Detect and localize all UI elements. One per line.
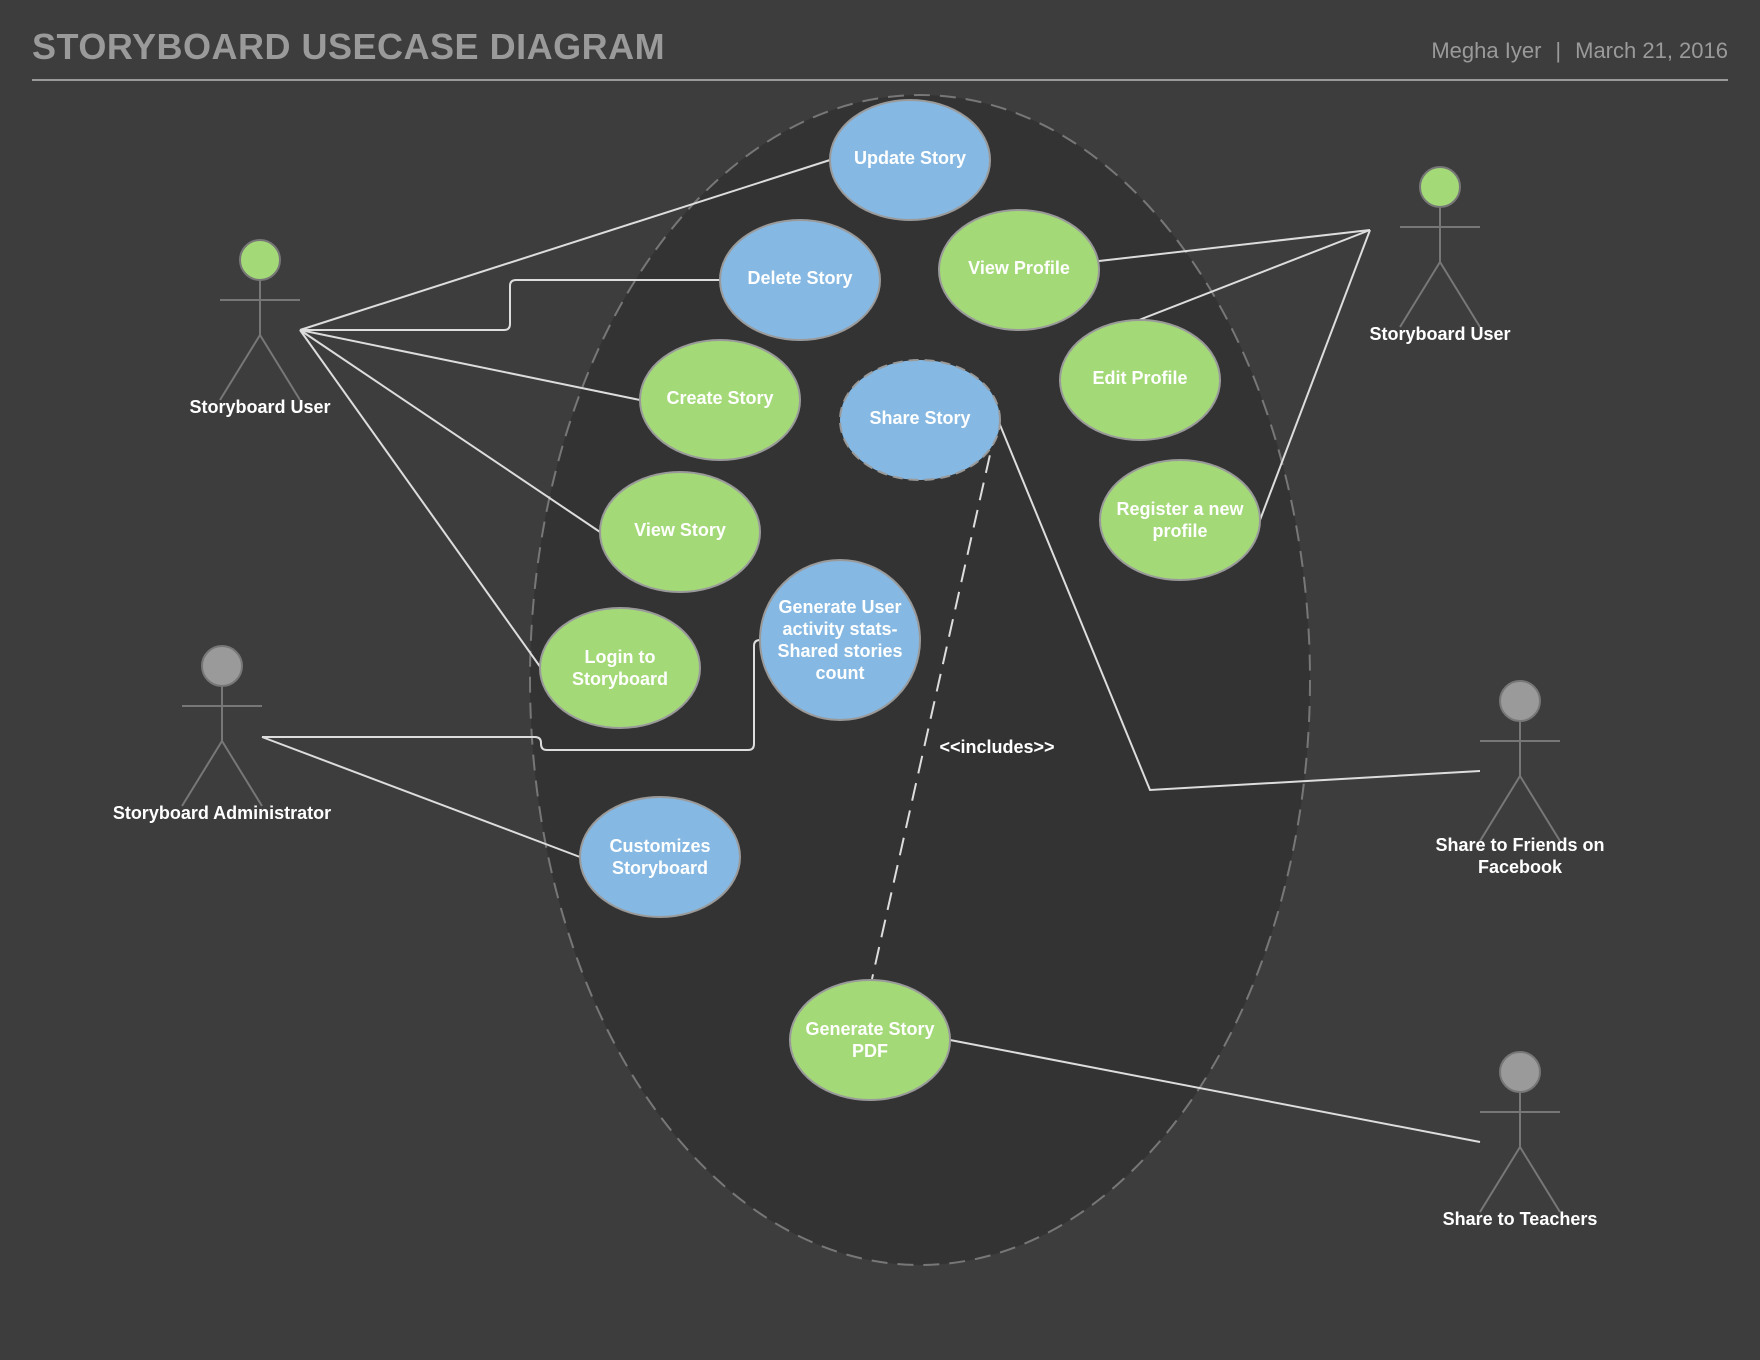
assoc-user-login — [299, 329, 542, 669]
diagram-title: STORYBOARD USECASE DIAGRAM — [32, 26, 666, 67]
actor-label: Storyboard User — [189, 397, 330, 417]
assoc-facebook-share-story — [997, 419, 1481, 792]
usecase-generate-pdf[interactable]: Generate Story PDF — [789, 979, 951, 1101]
header-meta: Megha Iyer | March 21, 2016 — [1431, 38, 1728, 64]
actor-head-icon — [1419, 166, 1461, 208]
usecase-login[interactable]: Login to Storyboard — [539, 607, 701, 729]
assoc-user-view-profile — [1098, 229, 1371, 262]
assoc-user-create-story — [299, 329, 641, 401]
actor-head-icon — [1499, 1051, 1541, 1093]
assoc-teachers-generate-pdf — [949, 1039, 1481, 1143]
usecase-label: Share Story — [869, 408, 970, 428]
usecase-label: Login to Storyboard — [571, 647, 668, 689]
usecase-label: Update Story — [854, 148, 966, 168]
date: March 21, 2016 — [1575, 38, 1728, 63]
assoc-admin-generate-stats — [262, 639, 762, 751]
author: Megha Iyer — [1431, 38, 1542, 63]
actor-storyboard-administrator[interactable]: Storyboard Administrator — [113, 645, 331, 823]
usecase-create-story[interactable]: Create Story — [639, 339, 801, 461]
usecase-label: Delete Story — [747, 268, 852, 288]
usecase-customize[interactable]: Customizes Storyboard — [579, 796, 741, 918]
usecase-label: Customizes Storyboard — [609, 836, 711, 878]
usecase-label: Edit Profile — [1092, 368, 1187, 388]
actor-head-icon — [201, 645, 243, 687]
actor-label: Storyboard User — [1369, 324, 1510, 344]
actor-label: Share to Teachers — [1443, 1209, 1598, 1229]
header-divider — [32, 79, 1728, 81]
usecase-label: View Story — [634, 520, 726, 540]
actor-storyboard-user-right[interactable]: Storyboard User — [1369, 166, 1511, 344]
actor-head-icon — [1499, 680, 1541, 722]
usecase-generate-stats[interactable]: Generate User activity stats-Shared stor… — [759, 559, 921, 721]
assoc-user-view-story — [299, 329, 601, 533]
usecase-label: Generate Story PDF — [805, 1019, 935, 1061]
assoc-user-register — [1259, 229, 1371, 521]
usecase-label: Create Story — [666, 388, 773, 408]
actor-head-icon — [239, 239, 281, 281]
usecase-edit-profile[interactable]: Edit Profile — [1059, 319, 1221, 441]
assoc-admin-customize — [261, 736, 581, 858]
usecase-view-story[interactable]: View Story — [599, 471, 761, 593]
usecase-label: View Profile — [968, 258, 1070, 278]
include-line — [871, 427, 997, 980]
usecase-view-profile[interactable]: View Profile — [938, 209, 1100, 331]
includes-label: <<includes>> — [939, 737, 1054, 757]
usecase-delete-story[interactable]: Delete Story — [719, 219, 881, 341]
usecase-label: Generate User activity stats-Shared stor… — [777, 597, 903, 683]
assoc-user-delete-story — [300, 279, 720, 331]
association-lines — [261, 159, 1481, 1143]
usecase-update-story[interactable]: Update Story — [829, 99, 991, 221]
actor-share-teachers[interactable]: Share to Teachers — [1443, 1051, 1598, 1229]
assoc-user-edit-profile — [1138, 229, 1371, 321]
actor-label: Storyboard Administrator — [113, 803, 331, 823]
actor-share-facebook[interactable]: Share to Friends on Facebook — [1400, 680, 1640, 884]
usecase-share-story[interactable]: Share Story — [839, 359, 1001, 481]
actor-storyboard-user-left[interactable]: Storyboard User — [189, 239, 331, 417]
assoc-user-update-story — [299, 159, 831, 331]
header-separator: | — [1555, 38, 1562, 63]
usecase-label: Register a new profile — [1116, 499, 1244, 541]
actor-label: Share to Friends on Facebook — [1435, 835, 1605, 877]
usecase-register-profile[interactable]: Register a new profile — [1099, 459, 1261, 581]
